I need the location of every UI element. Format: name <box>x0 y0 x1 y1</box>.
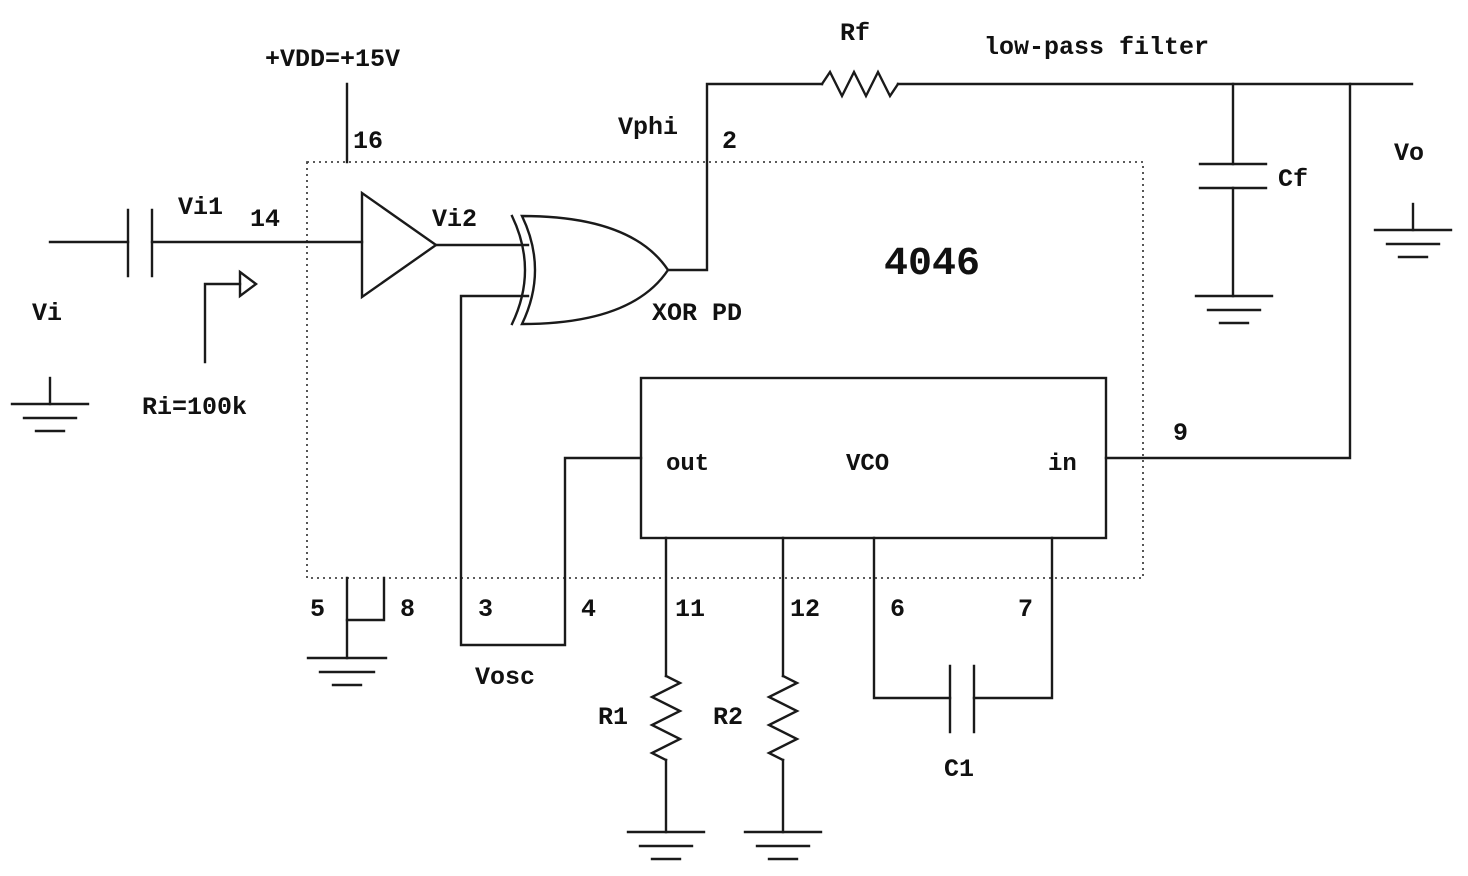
pin-7-label: 7 <box>1018 595 1033 624</box>
input-coupling-capacitor <box>48 208 364 278</box>
rf-resistor <box>820 69 900 99</box>
pin-2-label: 2 <box>722 127 737 156</box>
pin-14-label: 14 <box>250 205 280 234</box>
r2-label: R2 <box>713 703 743 732</box>
vosc-wire <box>459 294 643 647</box>
xor-gate <box>510 214 670 326</box>
vco-label: VCO <box>846 451 889 478</box>
vosc-label: Vosc <box>475 663 535 692</box>
input-buffer <box>360 190 439 300</box>
pin-9-label: 9 <box>1173 419 1188 448</box>
chip-name-label: 4046 <box>884 242 980 287</box>
pin-4-label: 4 <box>581 595 596 624</box>
rf-label: Rf <box>840 19 870 48</box>
c1-capacitor <box>872 536 1054 734</box>
ri-arrow-symbol <box>203 269 258 364</box>
pin5-pin8-ground-wire <box>306 576 388 687</box>
vco-in-label: in <box>1048 451 1077 478</box>
cf-ground-symbol <box>1194 294 1274 325</box>
c1-label: C1 <box>944 755 974 784</box>
cf-label: Cf <box>1278 165 1308 194</box>
pin-11-label: 11 <box>675 595 705 624</box>
pin-12-label: 12 <box>790 595 820 624</box>
vi1-label: Vi1 <box>178 193 223 222</box>
vo-ground-symbol <box>1373 202 1453 259</box>
ri-label: Ri=100k <box>142 393 247 422</box>
vdd-label: +VDD=+15V <box>265 45 400 74</box>
pin-3-label: 3 <box>478 595 493 624</box>
r2-resistor <box>766 536 800 834</box>
vi-ground-symbol <box>10 376 90 433</box>
xor-pd-label: XOR PD <box>652 299 742 328</box>
vo-label: Vo <box>1394 139 1424 168</box>
r1-resistor <box>649 536 683 834</box>
r2-ground-symbol <box>743 830 823 861</box>
r1-ground-symbol <box>626 830 706 861</box>
pin-16-label: 16 <box>353 127 383 156</box>
vphi-label: Vphi <box>618 113 678 142</box>
pin-8-label: 8 <box>400 595 415 624</box>
pin-5-label: 5 <box>310 595 325 624</box>
vi2-label: Vi2 <box>432 205 477 234</box>
ic-4046-boundary <box>306 161 1144 579</box>
vphi-wire <box>666 82 824 272</box>
vi-label: Vi <box>32 299 62 328</box>
filter-label: low-pass filter <box>984 33 1209 62</box>
vco-input-wire <box>1104 82 1352 460</box>
vco-out-label: out <box>666 451 709 478</box>
cf-capacitor <box>1198 82 1268 298</box>
pin-6-label: 6 <box>890 595 905 624</box>
r1-label: R1 <box>598 703 628 732</box>
